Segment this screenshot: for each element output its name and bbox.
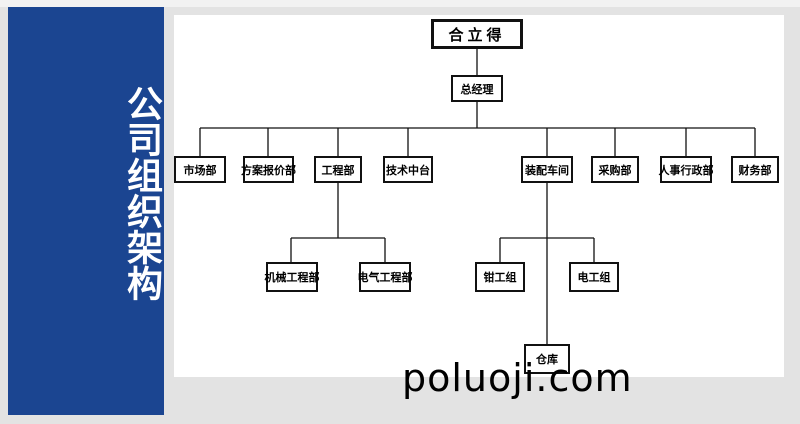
warehouse-box: 仓库 <box>524 344 570 374</box>
dept-box-finance: 财务部 <box>731 156 779 183</box>
org-root-box: 合立得 <box>431 19 523 49</box>
general-manager-box: 总经理 <box>451 75 503 102</box>
watermark-text: poluoji.com <box>402 356 633 400</box>
sidebar-title: 公司组织架构 <box>121 85 162 301</box>
dept-box-assembly: 装配车间 <box>521 156 573 183</box>
sidebar-panel: 公司组织架构 <box>8 7 164 415</box>
dept-box-tech-platform: 技术中台 <box>383 156 433 183</box>
group-box-electrician: 电工组 <box>569 262 619 292</box>
dept-box-quotation: 方案报价部 <box>241 156 296 183</box>
dept-box-purchasing: 采购部 <box>591 156 639 183</box>
dept-box-marketing: 市场部 <box>174 156 226 183</box>
group-box-fitter: 钳工组 <box>475 262 525 292</box>
group-box-electrical-eng: 电气工程部 <box>358 262 413 292</box>
group-box-mechanical: 机械工程部 <box>265 262 320 292</box>
dept-box-hr-admin: 人事行政部 <box>659 156 714 183</box>
dept-box-engineering: 工程部 <box>314 156 362 183</box>
top-band <box>0 0 800 7</box>
